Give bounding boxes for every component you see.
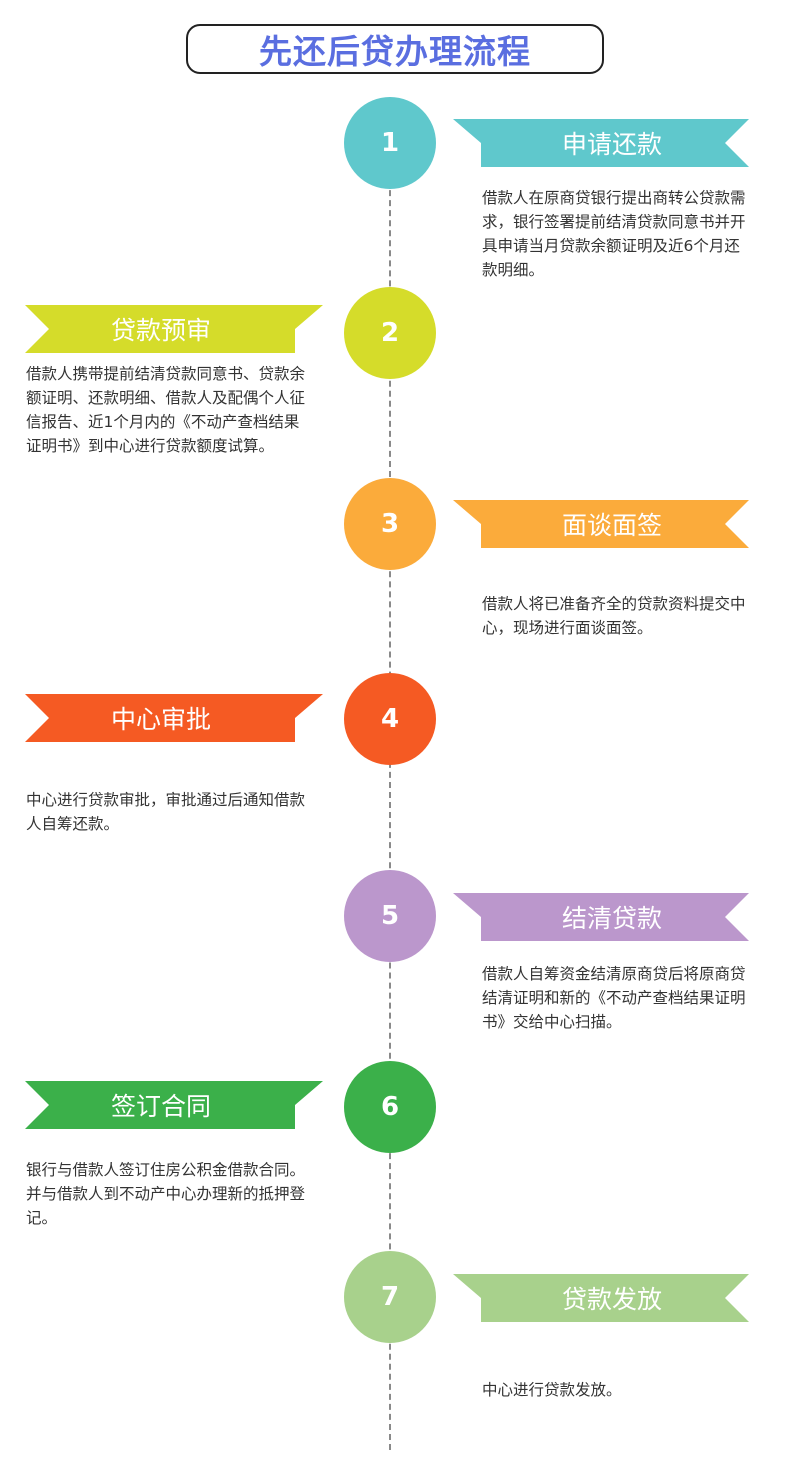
ribbon-right-shape bbox=[453, 119, 749, 167]
step-5-description: 借款人自筹资金结清原商贷后将原商贷结清证明和新的《不动产查档结果证明书》交给中心… bbox=[482, 965, 746, 1031]
step-2-label: 贷款预审 bbox=[110, 316, 211, 345]
step-5-ribbon: 结清贷款 bbox=[453, 893, 749, 941]
step-4-description: 中心进行贷款审批，审批通过后通知借款人自筹还款。 bbox=[26, 791, 306, 833]
step-5-label: 结清贷款 bbox=[561, 904, 662, 933]
page-title: 先还后贷办理流程 bbox=[259, 32, 531, 71]
step-6-circle: 6 bbox=[344, 1061, 436, 1153]
ribbon-left-shape bbox=[25, 1081, 323, 1129]
step-1-label: 申请还款 bbox=[561, 130, 662, 159]
step-1-ribbon: 申请还款 bbox=[453, 119, 749, 167]
ribbon-left-shape bbox=[25, 305, 323, 353]
ribbon-right-shape bbox=[453, 1274, 749, 1322]
step-6-description: 银行与借款人签订住房公积金借款合同。并与借款人到不动产中心办理新的抵押登记。 bbox=[26, 1161, 306, 1227]
step-7-number: 7 bbox=[380, 1282, 400, 1312]
step-5-circle: 5 bbox=[344, 870, 436, 962]
step-4-ribbon: 中心审批 bbox=[25, 694, 323, 742]
title-box: 先还后贷办理流程 bbox=[186, 24, 604, 74]
step-3-description: 借款人将已准备齐全的贷款资料提交中心，现场进行面谈面签。 bbox=[482, 595, 746, 637]
ribbon-left-shape bbox=[25, 694, 323, 742]
step-1-circle: 1 bbox=[344, 97, 436, 189]
step-6-ribbon: 签订合同 bbox=[25, 1081, 323, 1129]
step-2-circle: 2 bbox=[344, 287, 436, 379]
step-2-number: 2 bbox=[380, 318, 400, 348]
step-7-label: 贷款发放 bbox=[561, 1285, 662, 1314]
timeline-line bbox=[389, 150, 391, 1450]
step-4-circle: 4 bbox=[344, 673, 436, 765]
step-6-label: 签订合同 bbox=[110, 1092, 211, 1121]
step-2-description: 借款人携带提前结清贷款同意书、贷款余额证明、还款明细、借款人及配偶个人征信报告、… bbox=[26, 365, 306, 455]
step-6-number: 6 bbox=[380, 1092, 400, 1122]
step-4-label: 中心审批 bbox=[110, 705, 211, 734]
step-3-circle: 3 bbox=[344, 478, 436, 570]
step-5-number: 5 bbox=[380, 901, 400, 931]
step-1-description: 借款人在原商贷银行提出商转公贷款需求，银行签署提前结清贷款同意书并开具申请当月贷… bbox=[482, 189, 746, 279]
step-4-number: 4 bbox=[380, 704, 400, 734]
step-7-description: 中心进行贷款发放。 bbox=[482, 1381, 622, 1399]
step-7-ribbon: 贷款发放 bbox=[453, 1274, 749, 1322]
step-2-ribbon: 贷款预审 bbox=[25, 305, 323, 353]
ribbon-right-shape bbox=[453, 500, 749, 548]
step-3-number: 3 bbox=[380, 509, 400, 539]
step-7-circle: 7 bbox=[344, 1251, 436, 1343]
ribbon-right-shape bbox=[453, 893, 749, 941]
step-1-number: 1 bbox=[380, 128, 400, 158]
step-3-label: 面谈面签 bbox=[561, 511, 662, 540]
step-3-ribbon: 面谈面签 bbox=[453, 500, 749, 548]
